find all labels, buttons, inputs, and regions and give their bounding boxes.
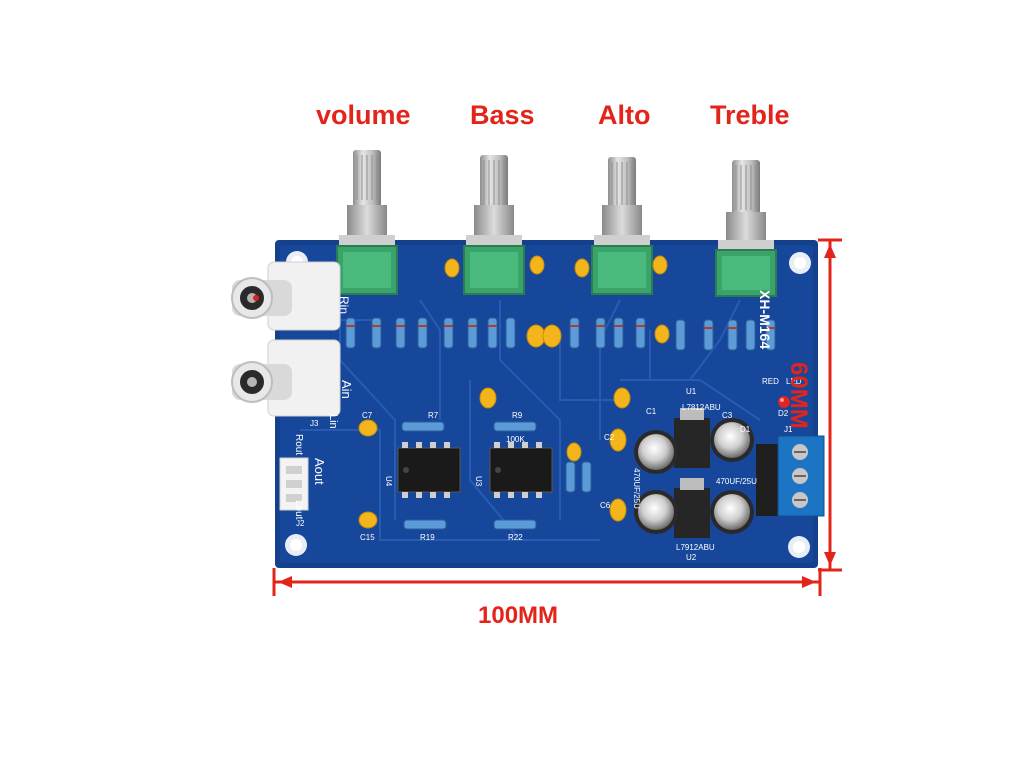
potentiometer-bass (463, 155, 525, 295)
silkscreen: XH-M164 Rin Ain Lin Aout Rout Lout LED R… (293, 290, 802, 562)
voltage-regulator-pos (674, 408, 710, 468)
label-c7: C7 (362, 411, 373, 420)
label-d1: D1 (740, 425, 751, 434)
label-reg-pos: L7812ABU (682, 403, 721, 412)
label-r22: R22 (508, 533, 523, 542)
led (778, 396, 790, 408)
label-u3: U3 (474, 476, 483, 487)
label-r9: R9 (512, 411, 523, 420)
potentiometer-volume (336, 150, 398, 295)
label-cap-rating-1: 470UF/25U (632, 468, 641, 509)
treble-label: Treble (710, 100, 790, 130)
label-c2: C2 (604, 433, 615, 442)
label-c3: C3 (722, 411, 733, 420)
label-r19: R19 (420, 533, 435, 542)
label-lin: Lin (327, 414, 339, 429)
label-led: LED (786, 377, 802, 386)
ic-chip-u3 (489, 442, 553, 498)
rca-jack-bottom (231, 339, 341, 417)
potentiometer-alto (591, 157, 653, 295)
label-j1: J1 (784, 425, 793, 434)
alto-label: Alto (598, 100, 651, 130)
rca-jack-top (231, 261, 341, 331)
label-c1: C1 (646, 407, 657, 416)
height-dimension-line (818, 238, 842, 572)
electrolytic-capacitors (634, 418, 754, 534)
label-aout: Aout (312, 458, 327, 485)
ceramic-capacitors (358, 255, 670, 529)
label-r9-value: 100K (506, 435, 525, 444)
bridge-rectifier (756, 444, 778, 516)
ic-chip-u4 (397, 442, 461, 498)
label-rin: Rin (337, 296, 351, 314)
bass-label: Bass (470, 100, 535, 130)
height-dimension-label: 60MM (785, 362, 812, 429)
volume-label: volume (316, 100, 411, 130)
label-reg-neg: L7912ABU (676, 543, 715, 552)
label-red: RED (762, 377, 779, 386)
screw-terminal (777, 435, 825, 517)
output-header (279, 457, 309, 511)
width-dimension-label: 100MM (478, 602, 559, 629)
label-u2: U2 (686, 553, 697, 562)
potentiometer-treble (715, 160, 777, 297)
resistor-row (345, 317, 776, 351)
label-j3: J3 (310, 419, 319, 428)
label-rout: Rout (293, 434, 304, 455)
resistor-horizontal (401, 421, 592, 530)
label-ain: Ain (339, 380, 354, 399)
label-u4: U4 (384, 476, 393, 487)
model-label: XH-M164 (757, 290, 773, 349)
label-r7: R7 (428, 411, 439, 420)
label-cap-rating-2: 470UF/25U (716, 477, 757, 486)
label-d2: D2 (778, 409, 789, 418)
label-c15: C15 (360, 533, 375, 542)
width-dimension-line (272, 568, 822, 596)
label-c6: C6 (600, 501, 611, 510)
voltage-regulator-neg (674, 478, 710, 538)
label-u1: U1 (686, 387, 697, 396)
label-j2: J2 (296, 519, 305, 528)
label-lout: Lout (293, 500, 304, 520)
